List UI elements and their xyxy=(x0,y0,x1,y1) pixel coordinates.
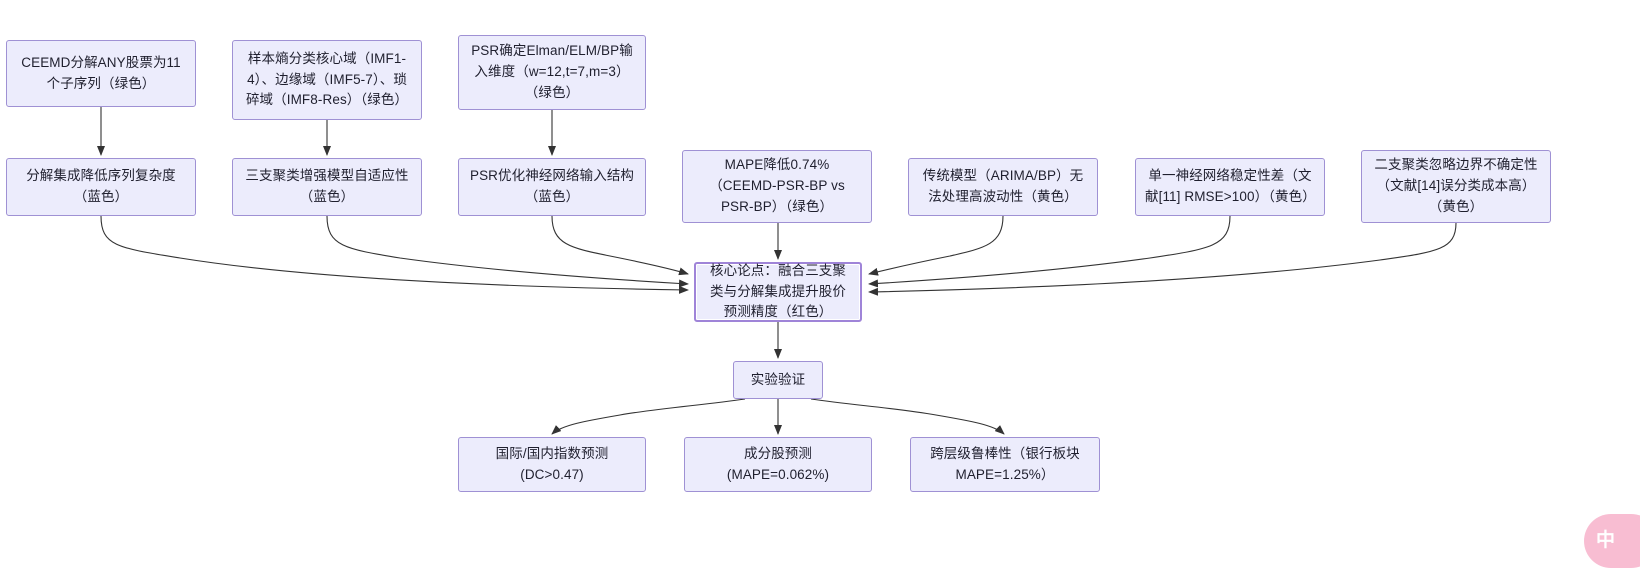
node-label: 二支聚类忽略边界不确定性（文献[14]误分类成本高）（黄色） xyxy=(1374,157,1538,214)
node-index-forecast[interactable]: 国际/国内指数预测(DC>0.47) xyxy=(458,437,646,492)
node-label: 实验验证 xyxy=(750,371,806,387)
node-psr-optimize[interactable]: PSR优化神经网络输入结构（蓝色） xyxy=(458,158,646,216)
node-label: MAPE降低0.74%（CEEMD-PSR-BP vs PSR-BP）（绿色） xyxy=(709,157,845,214)
node-label: 样本熵分类核心域（IMF1-4）、边缘域（IMF5-7）、琐碎域（IMF8-Re… xyxy=(245,50,409,108)
node-psr-dimension[interactable]: PSR确定Elman/ELM/BP输入维度（w=12,t=7,m=3）（绿色） xyxy=(458,35,646,110)
edge-single-to-core xyxy=(868,215,1231,288)
node-constituent-forecast[interactable]: 成分股预测(MAPE=0.062%) xyxy=(684,437,872,492)
node-label: PSR优化神经网络输入结构（蓝色） xyxy=(469,168,635,204)
watermark-text: 中 xyxy=(1596,529,1616,552)
node-label: CEEMD分解ANY股票为11个子序列（绿色） xyxy=(21,54,181,91)
node-label: 成分股预测(MAPE=0.062%) xyxy=(726,445,830,482)
node-single-network[interactable]: 单一神经网络稳定性差（文献[11] RMSE>100）（黄色） xyxy=(1135,158,1325,216)
node-label: 单一神经网络稳定性差（文献[11] RMSE>100）（黄色） xyxy=(1145,168,1316,204)
node-label: 三支聚类增强模型自适应性（蓝色） xyxy=(245,168,409,204)
edge-complexity-to-core xyxy=(100,215,689,294)
node-label: 跨层级鲁棒性（银行板块MAPE=1.25%） xyxy=(930,445,1080,482)
edge-twoway-to-core xyxy=(868,222,1457,296)
node-label: 分解集成降低序列复杂度（蓝色） xyxy=(26,168,176,204)
node-sample-entropy[interactable]: 样本熵分类核心域（IMF1-4）、边缘域（IMF5-7）、琐碎域（IMF8-Re… xyxy=(232,40,422,120)
node-decompose-complexity[interactable]: 分解集成降低序列复杂度（蓝色） xyxy=(6,158,196,216)
node-mape-reduction[interactable]: MAPE降低0.74%（CEEMD-PSR-BP vs PSR-BP）（绿色） xyxy=(682,150,872,223)
node-traditional-model[interactable]: 传统模型（ARIMA/BP）无法处理高波动性（黄色） xyxy=(908,158,1098,216)
edge-experiment-to-robust xyxy=(810,398,1005,435)
edge-psropt-to-core xyxy=(551,215,689,276)
node-label: 核心论点：融合三支聚类与分解集成提升股价预测精度（红色） xyxy=(710,262,846,320)
node-core-argument[interactable]: 核心论点：融合三支聚类与分解集成提升股价预测精度（红色） xyxy=(694,262,862,322)
node-cross-level-robust[interactable]: 跨层级鲁棒性（银行板块MAPE=1.25%） xyxy=(910,437,1100,492)
edge-experiment-to-index xyxy=(551,398,746,435)
node-label: 国际/国内指数预测(DC>0.47) xyxy=(495,445,609,482)
node-three-way-cluster[interactable]: 三支聚类增强模型自适应性（蓝色） xyxy=(232,158,422,216)
node-label: PSR确定Elman/ELM/BP输入维度（w=12,t=7,m=3）（绿色） xyxy=(471,43,633,100)
node-experiment[interactable]: 实验验证 xyxy=(733,361,823,399)
edge-traditional-to-core xyxy=(868,215,1004,276)
node-ceemd-decompose[interactable]: CEEMD分解ANY股票为11个子序列（绿色） xyxy=(6,40,196,107)
watermark-badge: 中 xyxy=(1584,514,1640,568)
edge-cluster-to-core xyxy=(326,215,689,288)
node-two-way-cluster[interactable]: 二支聚类忽略边界不确定性（文献[14]误分类成本高）（黄色） xyxy=(1361,150,1551,223)
node-label: 传统模型（ARIMA/BP）无法处理高波动性（黄色） xyxy=(922,168,1084,204)
